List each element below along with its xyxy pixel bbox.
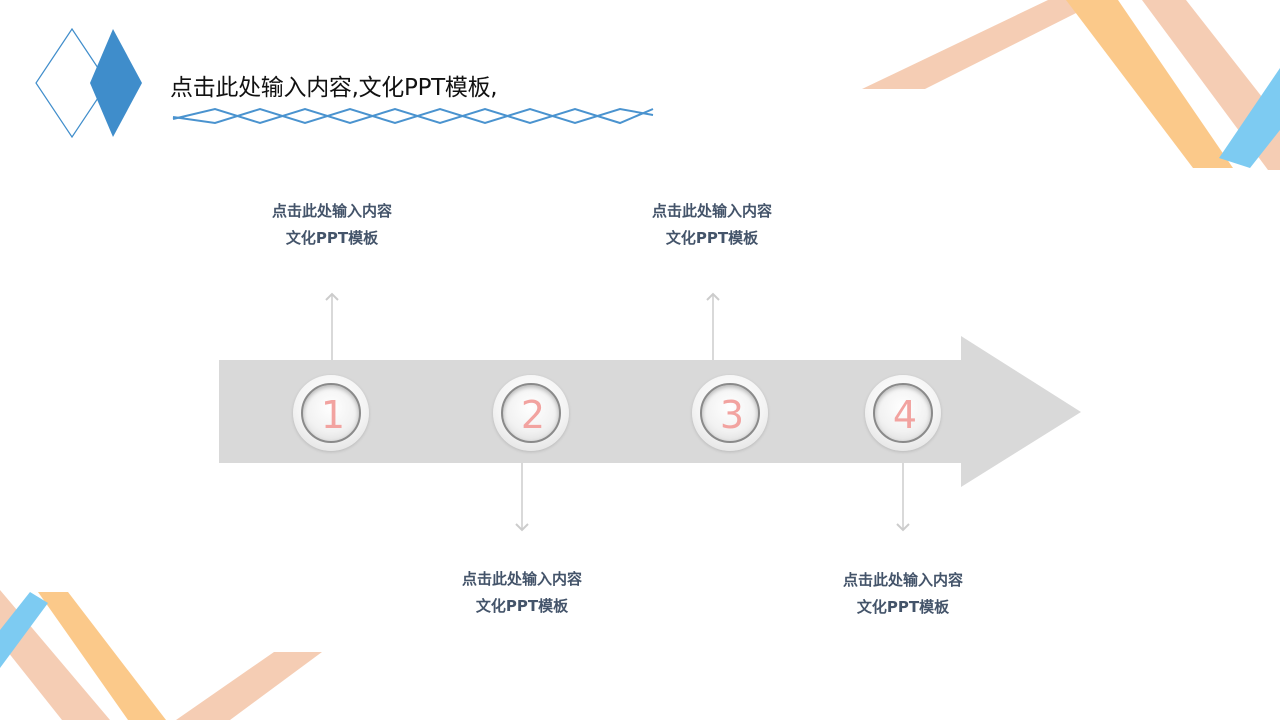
stripe-orange-bottom (38, 592, 166, 720)
step-badge-face: 2 (501, 383, 561, 443)
diamond-logo (35, 27, 142, 139)
step-caption-line: 文化PPT模板 (285, 229, 379, 247)
step-caption-line: 点击此处输入内容 (651, 202, 772, 220)
timeline-arrow (219, 336, 1081, 487)
step-caption-line: 点击此处输入内容 (842, 571, 963, 589)
page-title: 点击此处输入内容,文化PPT模板, (170, 75, 498, 101)
step-badge-2: 2 (493, 375, 569, 451)
step-caption-line: 点击此处输入内容 (271, 202, 392, 220)
step-badge-1: 1 (293, 375, 369, 451)
step-caption-2[interactable]: 点击此处输入内容 文化PPT模板 (422, 566, 622, 620)
step-caption-line: 点击此处输入内容 (461, 570, 582, 588)
diamond-filled (90, 29, 142, 137)
wave-line-lower (172, 107, 654, 125)
step-caption-line: 文化PPT模板 (665, 229, 759, 247)
step-badge-face: 3 (700, 383, 760, 443)
step-caption-line: 文化PPT模板 (475, 597, 569, 615)
step-badge-3: 3 (692, 375, 768, 451)
step-badge-4: 4 (865, 375, 941, 451)
stripe-peach-top-left (862, 0, 1102, 89)
step-caption-3[interactable]: 点击此处输入内容 文化PPT模板 (612, 198, 812, 252)
wavy-underline-decoration (172, 107, 654, 125)
stripe-peach-bottom-right (176, 652, 322, 720)
stripe-sky-top (1219, 68, 1280, 168)
step-caption-4[interactable]: 点击此处输入内容 文化PPT模板 (803, 567, 1003, 621)
step-number-1: 1 (320, 393, 346, 437)
step-caption-1[interactable]: 点击此处输入内容 文化PPT模板 (232, 198, 432, 252)
step-number-3: 3 (719, 393, 745, 437)
diamond-outline (35, 27, 109, 139)
step-caption-line: 文化PPT模板 (856, 598, 950, 616)
step-number-4: 4 (892, 393, 918, 437)
step-badge-face: 4 (873, 383, 933, 443)
step-number-2: 2 (520, 393, 546, 437)
step-badge-face: 1 (301, 383, 361, 443)
stripe-orange-top (1066, 0, 1233, 168)
stripe-sky-bottom (0, 592, 48, 668)
